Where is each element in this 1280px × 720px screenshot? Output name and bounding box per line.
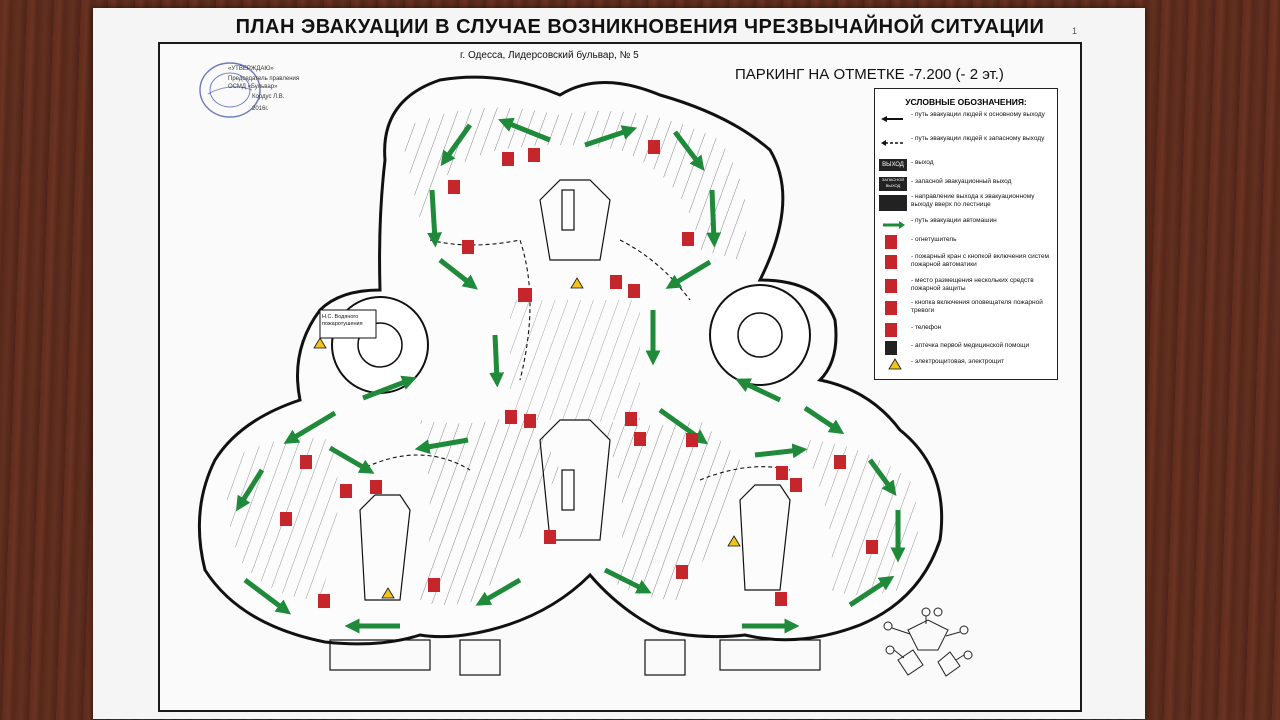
first-aid-icon (885, 341, 897, 355)
electrical-icons (313, 277, 741, 599)
stamp-line1: «УТВЕРЖДАЮ» (228, 66, 274, 72)
approval-stamp: «УТВЕРЖДАЮ» Председатель правления ОСМД … (190, 60, 300, 120)
reserve-exit-sign-icon: ЗАПАСНОЙ ВЫХОД (879, 177, 907, 191)
stamp-line2: Председатель правления (228, 76, 300, 82)
stairs-direction-icon (879, 195, 907, 211)
fire-equipment-icons (280, 140, 878, 608)
alarm-button-icon (885, 301, 897, 315)
address-line: г. Одесса, Лидерсовский бульвар, № 5 (460, 50, 639, 61)
legend-item-alarm: - кнопка включения оповещателя пожарной … (875, 299, 1057, 325)
fire-equipment-icon (885, 279, 897, 293)
legend-item-extinguisher: - огнетушитель (875, 233, 1057, 259)
legend-item-stairs: - направление выхода к эвакуационному вы… (875, 193, 1057, 219)
legend-box: УСЛОВНЫЕ ОБОЗНАЧЕНИЯ: - путь эвакуации л… (874, 88, 1058, 380)
stair-core-left (359, 494, 411, 601)
pump-room-box (319, 309, 377, 339)
pump-room-label: Н.С. Водяного пожаротушения (322, 314, 363, 327)
fire-hydrant-icon (885, 255, 897, 269)
plan-title: ПЛАН ЭВАКУАЦИИ В СЛУЧАЕ ВОЗНИКНОВЕНИЯ ЧР… (235, 16, 1045, 38)
reserve-path (359, 239, 791, 481)
site-key-diagram (883, 607, 973, 677)
main-path-arrow-icon (881, 116, 903, 122)
extinguisher-icon (885, 235, 897, 249)
legend-item-main-path: - путь эвакуации людей к основному выход… (875, 111, 1057, 137)
legend-item-exit: ВЫХОД - выход (875, 157, 1057, 183)
legend-item-fire-equipment: - место размещения нескольких средств по… (875, 277, 1057, 303)
electrical-icon (888, 358, 902, 370)
vehicle-path-arrow-icon (883, 221, 905, 229)
stair-core-top (539, 179, 611, 261)
legend-item-reserve-exit: ЗАПАСНОЙ ВЫХОД - запасной эвакуационный … (875, 175, 1057, 201)
legend-title: УСЛОВНЫЕ ОБОЗНАЧЕНИЯ: (905, 97, 1027, 107)
exit-sign-icon: ВЫХОД (879, 159, 907, 171)
parking-level-label: ПАРКИНГ НА ОТМЕТКЕ -7.200 (- 2 эт.) (735, 66, 1004, 83)
legend-item-electrical: - электрощитовая, электрощит (875, 355, 1057, 381)
stamp-line3: ОСМД «Бульвар» (228, 84, 278, 90)
legend-item-phone: - телефон (875, 321, 1057, 347)
stamp-seal-icon (199, 62, 261, 118)
exit-blocks (329, 639, 821, 676)
stair-core-right (739, 484, 791, 591)
legend-item-vehicle-path: - путь эвакуации автомашин (875, 217, 1057, 243)
evacuation-arrows (236, 117, 906, 634)
phone-icon (885, 323, 897, 337)
legend-item-hydrant: - пожарный кран с кнопкой включения сист… (875, 253, 1057, 279)
stamp-line4: Кордус Л.В. (252, 94, 285, 100)
legend-item-first-aid: - аптечка первой медицинской помощи (875, 339, 1057, 365)
stamp-line5: 2016г. (252, 106, 269, 112)
reserve-path-dashed-icon (881, 140, 903, 146)
page-number: 1 (1072, 26, 1078, 36)
legend-item-reserve-path: - путь эвакуации людей к запасному выход… (875, 135, 1057, 161)
